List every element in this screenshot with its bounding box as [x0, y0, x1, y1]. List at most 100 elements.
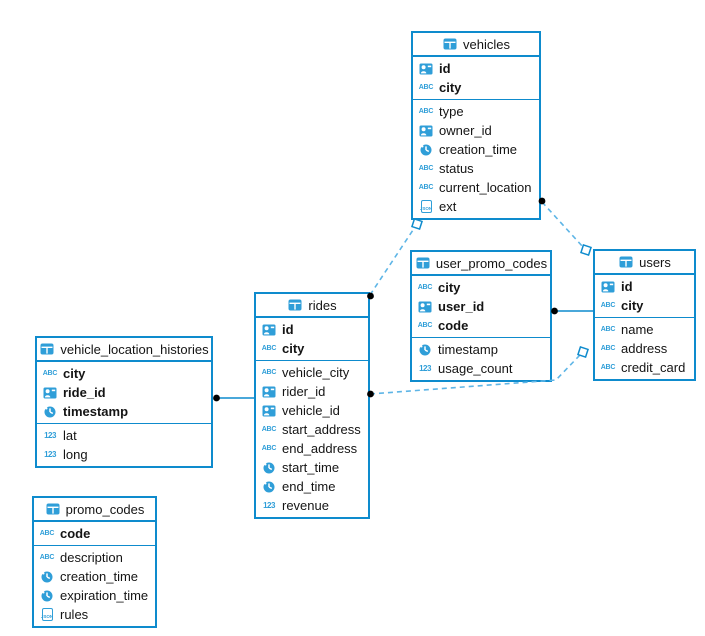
text-type-icon: ABC — [261, 426, 277, 433]
text-type-icon: ABC — [600, 364, 616, 371]
table-row[interactable]: ride_id — [37, 383, 211, 402]
table-row[interactable]: ABC start_address — [256, 420, 368, 439]
field-name: timestamp — [63, 404, 129, 419]
table-row[interactable]: ABC city — [412, 278, 550, 297]
id-type-icon — [418, 63, 434, 75]
columns-section: timestamp 123 usage_count — [412, 337, 550, 380]
table-header-vehicle_location_histories[interactable]: vehicle_location_histories — [37, 338, 211, 362]
table-row[interactable]: ABC city — [595, 296, 694, 315]
field-name: start_address — [282, 422, 361, 437]
table-header-users[interactable]: users — [595, 251, 694, 275]
table-header-rides[interactable]: rides — [256, 294, 368, 318]
table-header-vehicles[interactable]: vehicles — [413, 33, 539, 57]
table-row[interactable]: vehicle_id — [256, 401, 368, 420]
clock-type-icon — [261, 462, 277, 474]
table-row[interactable]: ABC status — [413, 159, 539, 178]
relation-user_promo_codes-users[interactable] — [551, 307, 595, 315]
text-type-icon: ABC — [600, 345, 616, 352]
clock-type-icon — [39, 590, 55, 602]
number-type-icon: 123 — [419, 364, 431, 373]
field-name: owner_id — [439, 123, 492, 138]
relation-endpoint-square — [411, 218, 423, 230]
text-type-icon: ABC — [600, 302, 616, 309]
table-row[interactable]: user_id — [412, 297, 550, 316]
table-header-promo_codes[interactable]: promo_codes — [34, 498, 155, 522]
id-type-icon — [42, 387, 58, 399]
table-row[interactable]: 123 lat — [37, 426, 211, 445]
field-name: current_location — [439, 180, 532, 195]
number-type-icon: 123 — [44, 431, 56, 440]
text-type-icon: ABC — [418, 184, 434, 191]
table-row[interactable]: expiration_time — [34, 586, 155, 605]
table-row[interactable]: id — [413, 59, 539, 78]
field-name: code — [60, 526, 91, 541]
relation-vehicles-users[interactable] — [538, 197, 592, 256]
field-name: ride_id — [63, 385, 106, 400]
table-row[interactable]: start_time — [256, 458, 368, 477]
table-row[interactable]: ABC current_location — [413, 178, 539, 197]
table-row[interactable]: 123 usage_count — [412, 359, 550, 378]
text-type-icon: ABC — [417, 322, 433, 329]
table-row[interactable]: owner_id — [413, 121, 539, 140]
field-name: city — [621, 298, 644, 313]
table-header-user_promo_codes[interactable]: user_promo_codes — [412, 252, 550, 276]
json-type-icon: JSON — [418, 200, 434, 213]
text-type-icon: ABC — [418, 165, 434, 172]
table-row[interactable]: creation_time — [413, 140, 539, 159]
field-name: id — [439, 61, 451, 76]
table-icon — [39, 343, 55, 355]
table-row[interactable]: creation_time — [34, 567, 155, 586]
table-row[interactable]: timestamp — [412, 340, 550, 359]
table-row[interactable]: id — [256, 320, 368, 339]
field-name: city — [438, 280, 461, 295]
table-row[interactable]: rider_id — [256, 382, 368, 401]
relation-endpoint-dot — [551, 307, 558, 315]
clock-type-icon — [418, 144, 434, 156]
field-name: status — [439, 161, 474, 176]
table-title: user_promo_codes — [435, 255, 548, 271]
table-row[interactable]: timestamp — [37, 402, 211, 421]
relation-vehicle_location_histories-rides[interactable] — [213, 394, 256, 402]
field-name: usage_count — [438, 361, 513, 376]
number-type-icon: 123 — [44, 450, 56, 459]
table-row[interactable]: end_time — [256, 477, 368, 496]
table-icon — [442, 38, 458, 50]
text-type-icon: ABC — [417, 284, 433, 291]
table-row[interactable]: id — [595, 277, 694, 296]
id-type-icon — [261, 324, 277, 336]
field-name: lat — [63, 428, 77, 443]
text-type-icon: ABC — [42, 370, 58, 377]
id-type-icon — [261, 386, 277, 398]
field-name: vehicle_id — [282, 403, 340, 418]
